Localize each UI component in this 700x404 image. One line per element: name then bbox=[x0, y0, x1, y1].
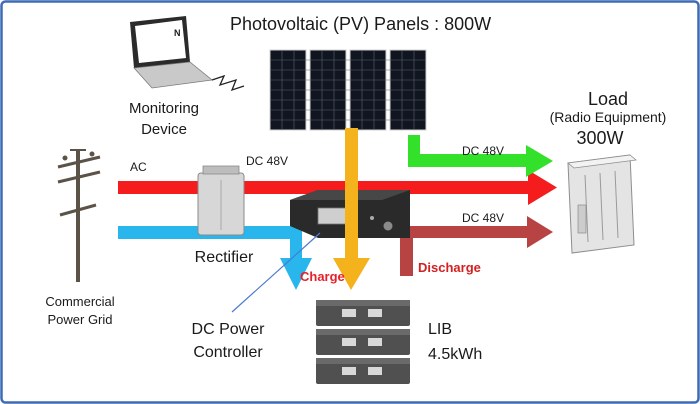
controller-label-line2: Controller bbox=[193, 344, 263, 361]
lib-battery-stack bbox=[316, 300, 410, 384]
controller-label-line1: DC Power bbox=[192, 321, 266, 338]
ac-dc-arrow bbox=[118, 170, 557, 205]
controller-leader-line bbox=[231, 232, 321, 313]
ac-label: AC bbox=[130, 160, 147, 174]
discharge-arrow bbox=[400, 216, 553, 276]
radio-equipment-unit bbox=[567, 154, 637, 254]
grid-charge-arrow bbox=[118, 226, 312, 290]
load-label: Load bbox=[588, 89, 628, 109]
dc-48v-discharge-label: DC 48V bbox=[462, 211, 504, 225]
battery-module bbox=[316, 329, 410, 355]
rectifier-label: Rectifier bbox=[195, 249, 254, 266]
grid-label-line1: Commercial bbox=[45, 294, 114, 309]
discharge-label: Discharge bbox=[418, 260, 481, 275]
laptop-brand-label: N bbox=[174, 28, 181, 38]
dc-48v-pv-label: DC 48V bbox=[462, 144, 504, 158]
wireless-signal-icon bbox=[211, 74, 245, 92]
lib-capacity-label: 4.5kWh bbox=[428, 346, 482, 363]
monitoring-label-line2: Device bbox=[141, 121, 187, 138]
lib-label: LIB bbox=[428, 321, 452, 338]
charge-label: Charge bbox=[300, 269, 345, 284]
laptop-icon: N bbox=[130, 16, 213, 89]
rectifier-unit bbox=[197, 165, 245, 236]
pv-panels-title: Photovoltaic (PV) Panels : 800W bbox=[230, 14, 491, 34]
pv-charge-arrow bbox=[333, 128, 370, 290]
pv-panels bbox=[269, 49, 427, 131]
utility-pole bbox=[57, 149, 101, 282]
load-power-label: 300W bbox=[576, 128, 623, 148]
pv-load-arrow bbox=[408, 135, 553, 177]
battery-module bbox=[316, 358, 410, 384]
monitoring-label-line1: Monitoring bbox=[129, 100, 199, 117]
battery-module bbox=[316, 300, 410, 326]
load-equipment-label: (Radio Equipment) bbox=[550, 109, 667, 125]
dc-48v-rectifier-label: DC 48V bbox=[246, 154, 288, 168]
grid-label-line2: Power Grid bbox=[47, 312, 112, 327]
